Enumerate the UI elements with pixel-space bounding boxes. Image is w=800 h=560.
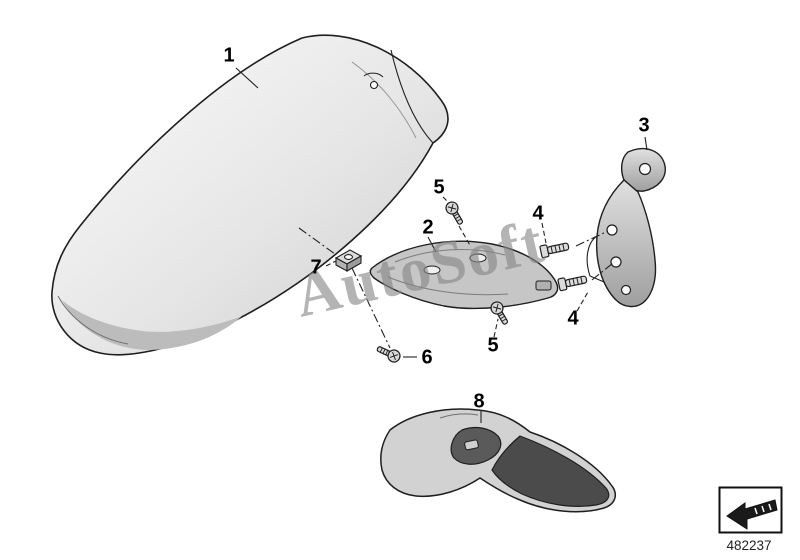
holder-bracket-part xyxy=(586,148,666,308)
callout-7[interactable]: 7 xyxy=(310,256,322,279)
callout-6[interactable]: 6 xyxy=(421,346,433,369)
front-fender-part xyxy=(51,34,449,356)
callout-1[interactable]: 1 xyxy=(223,44,235,67)
clip-nut-part xyxy=(334,249,363,272)
callout-2[interactable]: 2 xyxy=(422,216,434,239)
callout-4[interactable]: 4 xyxy=(532,202,544,225)
callout-3[interactable]: 3 xyxy=(638,114,650,137)
callout-5[interactable]: 5 xyxy=(487,334,499,357)
lower-fender-part xyxy=(380,408,617,513)
direction-arrow-icon xyxy=(718,486,783,534)
doc-number: 482237 xyxy=(726,538,772,553)
callout-8[interactable]: 8 xyxy=(473,390,485,413)
callout-4[interactable]: 4 xyxy=(567,307,579,330)
leader-lines xyxy=(235,67,648,423)
callout-5[interactable]: 5 xyxy=(433,176,445,199)
support-bracket-part xyxy=(369,240,559,310)
